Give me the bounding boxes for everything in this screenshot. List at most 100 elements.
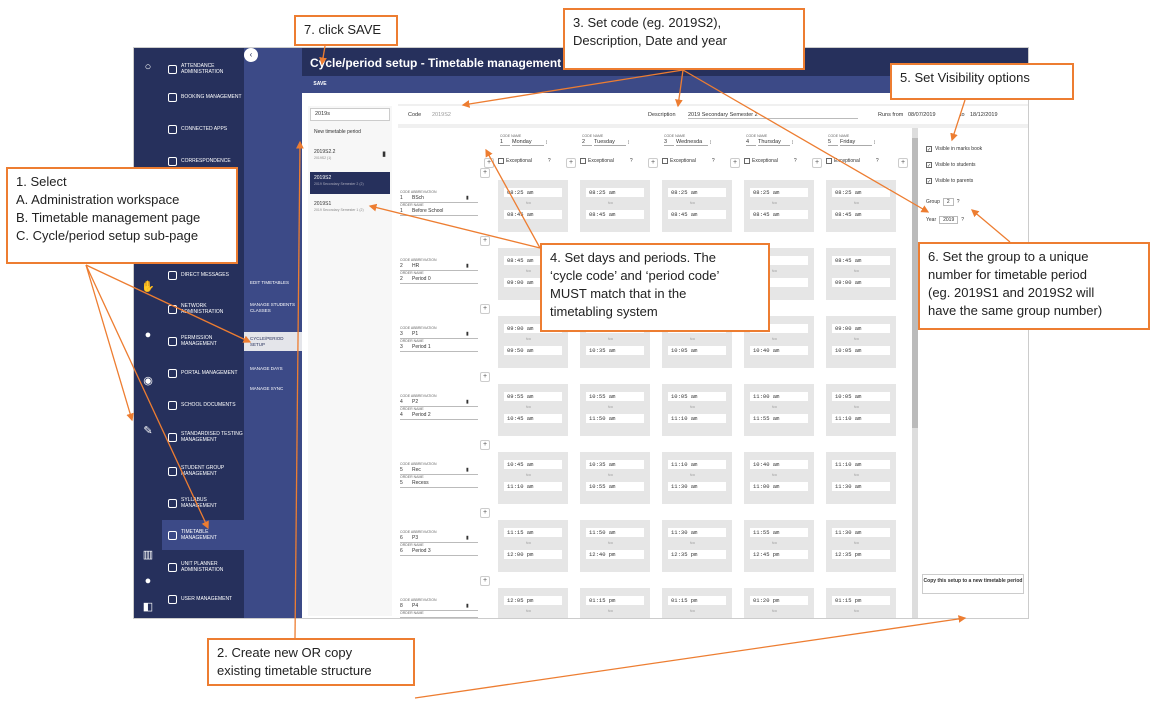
exceptional-checkbox[interactable]: Exceptional?	[744, 158, 797, 164]
add-period-button[interactable]: +	[480, 236, 490, 246]
end-time-field[interactable]: 12:40 pm	[586, 550, 644, 559]
start-time-field[interactable]: 10:05 am	[832, 392, 890, 401]
delete-icon[interactable]: ▮	[382, 151, 386, 158]
period-abbreviation-field[interactable]: P2	[412, 399, 419, 405]
nav-item-correspondence[interactable]: CORRESPONDENCE	[162, 146, 244, 176]
runs-to-field[interactable]: 18/12/2019	[970, 112, 998, 118]
period-order-field[interactable]: 6	[400, 548, 403, 554]
nav-item-student-group-management[interactable]: STUDENT GROUP MANAGEMENT	[162, 456, 244, 486]
end-time-field[interactable]: 11:10 am	[832, 414, 890, 423]
day-name-field[interactable]: Friday	[840, 139, 872, 146]
end-time-field[interactable]: 09:50 am	[504, 346, 562, 355]
exceptional-checkbox[interactable]: Exceptional?	[662, 158, 715, 164]
nav-item-school-documents[interactable]: SCHOOL DOCUMENTS	[162, 390, 244, 420]
start-time-field[interactable]: 12:05 pm	[504, 596, 562, 605]
start-time-field[interactable]: 11:50 am	[586, 528, 644, 537]
nav-item-attendance-administration[interactable]: ATTENDANCE ADMINISTRATION	[162, 54, 244, 84]
nav-item-connected-apps[interactable]: CONNECTED APPS	[162, 114, 244, 144]
exit-icon[interactable]: ◧	[142, 601, 154, 613]
admin-wrench-icon[interactable]: ✎	[143, 425, 153, 437]
period-name-field[interactable]: Period 1	[412, 344, 431, 350]
end-time-field[interactable]: 09:00 am	[832, 278, 890, 287]
info-icon[interactable]: ●	[144, 575, 152, 587]
save-button[interactable]: SAVE	[313, 81, 327, 87]
help-icon[interactable]: ?	[793, 158, 797, 164]
start-time-field[interactable]: 11:00 am	[750, 392, 808, 401]
runs-from-field[interactable]: 08/07/2019	[908, 112, 936, 118]
end-time-field[interactable]: 11:30 am	[668, 482, 726, 491]
add-day-button[interactable]: +	[730, 158, 740, 168]
start-time-field[interactable]: 08:25 am	[832, 188, 890, 197]
new-timetable-period-button[interactable]: New timetable period	[310, 126, 390, 148]
delete-icon[interactable]: ▮	[466, 399, 469, 405]
add-period-button[interactable]: +	[480, 440, 490, 450]
end-time-field[interactable]: 12:00 pm	[504, 550, 562, 559]
start-time-field[interactable]: 11:30 am	[668, 528, 726, 537]
start-time-field[interactable]: 10:45 am	[504, 460, 562, 469]
start-time-field[interactable]: 01:15 pm	[668, 596, 726, 605]
drag-handle-icon[interactable]: ⁞	[710, 139, 712, 146]
period-code-field[interactable]: 8	[400, 603, 403, 609]
add-day-button[interactable]: +	[566, 158, 576, 168]
period-abbreviation-field[interactable]: P1	[412, 331, 419, 337]
scrollbar-thumb[interactable]	[912, 138, 918, 428]
add-day-button[interactable]: +	[898, 158, 908, 168]
start-time-field[interactable]: 10:35 am	[586, 460, 644, 469]
group-stepper[interactable]: 2	[942, 198, 954, 206]
day-name-field[interactable]: Tuesday	[594, 139, 626, 146]
delete-icon[interactable]: ▮	[466, 467, 469, 473]
add-period-button[interactable]: +	[480, 372, 490, 382]
start-time-field[interactable]: 11:15 am	[504, 528, 562, 537]
add-period-button[interactable]: +	[480, 576, 490, 586]
period-name-field[interactable]: Before School	[412, 208, 444, 214]
day-name-field[interactable]: Thursday	[758, 139, 790, 146]
period-abbreviation-field[interactable]: Rec	[412, 467, 421, 473]
period-order-field[interactable]: 1	[400, 208, 403, 214]
day-code-field[interactable]: 1	[500, 139, 510, 146]
start-time-field[interactable]: 01:20 pm	[750, 596, 808, 605]
end-time-field[interactable]: 11:50 am	[586, 414, 644, 423]
period-code-field[interactable]: 2	[400, 263, 403, 269]
chart-icon[interactable]: ▥	[142, 549, 154, 561]
end-time-field[interactable]: 12:45 pm	[750, 550, 808, 559]
day-code-field[interactable]: 3	[664, 139, 674, 146]
start-time-field[interactable]: 01:15 pm	[832, 596, 890, 605]
add-period-button[interactable]: +	[480, 508, 490, 518]
start-time-field[interactable]: 08:25 am	[586, 188, 644, 197]
period-abbreviation-field[interactable]: P3	[412, 535, 419, 541]
subnav-manage-students-classes[interactable]: MANAGE STUDENTS CLASSES	[250, 302, 296, 313]
nav-item-permission-management[interactable]: PERMISSION MANAGEMENT	[162, 326, 244, 356]
delete-icon[interactable]: ▮	[466, 535, 469, 541]
add-day-button[interactable]: +	[812, 158, 822, 168]
start-time-field[interactable]: 08:25 am	[504, 188, 562, 197]
period-name-field[interactable]: Recess	[412, 480, 429, 486]
period-code-field[interactable]: 4	[400, 399, 403, 405]
visible-students-checkbox[interactable]: ✓Visible to students	[926, 162, 976, 169]
exceptional-checkbox[interactable]: Exceptional?	[826, 158, 879, 164]
search-icon[interactable]: ○	[144, 61, 152, 73]
start-time-field[interactable]	[750, 256, 808, 265]
start-time-field[interactable]: 08:45 am	[504, 256, 562, 265]
subnav-manage-days[interactable]: MANAGE DAYS	[250, 366, 283, 371]
start-time-field[interactable]: 08:45 am	[832, 256, 890, 265]
gear-icon[interactable]: ◉	[143, 375, 153, 387]
start-time-field[interactable]: 08:25 am	[668, 188, 726, 197]
exceptional-checkbox[interactable]: Exceptional?	[498, 158, 551, 164]
drag-handle-icon[interactable]: ⁞	[628, 139, 630, 146]
start-time-field[interactable]: 10:05 am	[668, 392, 726, 401]
delete-icon[interactable]: ▮	[466, 603, 469, 609]
start-time-field[interactable]: 10:40 am	[750, 460, 808, 469]
help-icon[interactable]: ?	[547, 158, 551, 164]
start-time-field[interactable]: 11:10 am	[832, 460, 890, 469]
day-name-field[interactable]: Monday	[512, 139, 544, 146]
start-time-field[interactable]: 09:00 am	[504, 324, 562, 333]
period-abbreviation-field[interactable]: HR	[412, 263, 420, 269]
drag-handle-icon[interactable]: ⁞	[874, 139, 876, 146]
end-time-field[interactable]: 10:45 am	[504, 414, 562, 423]
visible-marks-book-checkbox[interactable]: ✓Visible in marks book	[926, 146, 982, 153]
collapse-icon[interactable]: ‹	[244, 48, 258, 62]
period-code-field[interactable]: 1	[400, 195, 403, 201]
period-name-field[interactable]: Period 3	[412, 548, 431, 554]
end-time-field[interactable]: 09:00 am	[504, 278, 562, 287]
